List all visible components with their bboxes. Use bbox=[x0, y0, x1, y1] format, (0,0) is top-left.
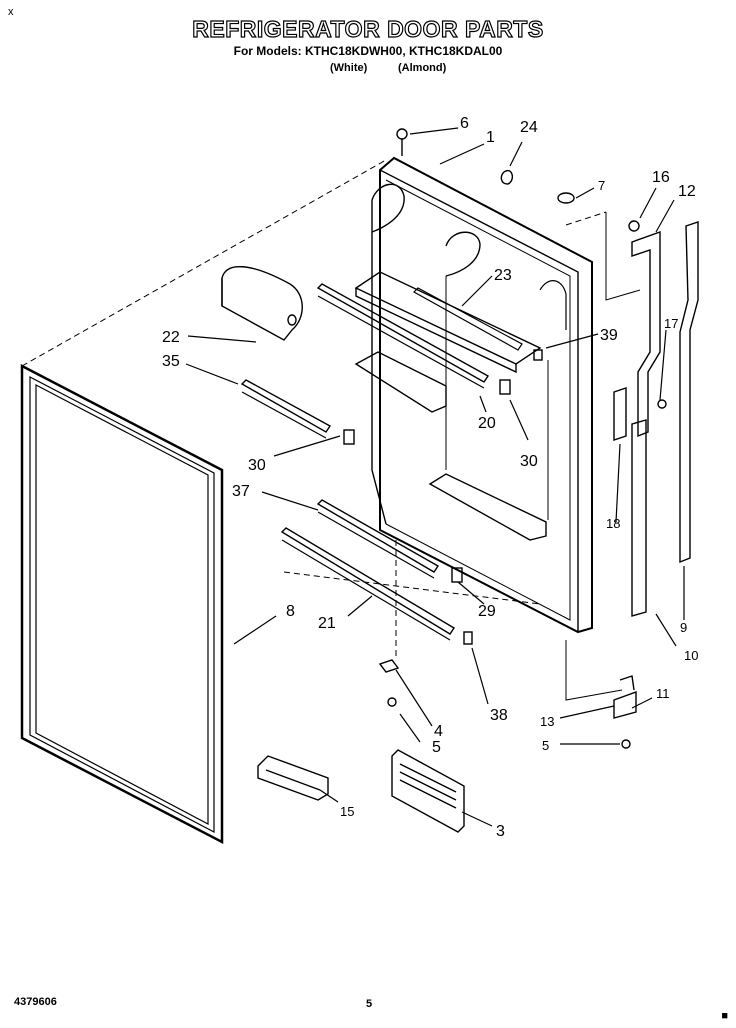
callout-leaders bbox=[185, 127, 685, 827]
callout-20: 20 bbox=[478, 415, 496, 432]
callout-23: 23 bbox=[494, 267, 512, 284]
callout-11: 11 bbox=[656, 686, 670, 701]
callout-37: 37 bbox=[232, 483, 250, 500]
callout-3: 3 bbox=[496, 823, 505, 840]
callout-8: 8 bbox=[286, 603, 295, 620]
shelf-clips bbox=[343, 349, 543, 645]
callout-4: 4 bbox=[434, 723, 443, 740]
callout-labels: 6 1 24 7 16 12 17 23 39 22 35 20 30 30 3… bbox=[162, 115, 698, 840]
callout-17: 17 bbox=[664, 316, 678, 331]
callout-10: 10 bbox=[684, 648, 698, 663]
callout-9: 9 bbox=[680, 620, 687, 635]
callout-12: 12 bbox=[678, 183, 696, 200]
butter-compartment bbox=[221, 266, 303, 341]
corner-mark-bottom: ■ bbox=[721, 1010, 728, 1022]
page-number: 5 bbox=[366, 998, 373, 1010]
door-shelves bbox=[354, 271, 547, 541]
callout-35: 35 bbox=[162, 353, 180, 370]
callout-13: 13 bbox=[540, 714, 554, 729]
document-number: 4379606 bbox=[14, 996, 57, 1008]
corner-mark-top: x bbox=[8, 6, 14, 18]
callout-5-right: 5 bbox=[542, 738, 549, 753]
callout-24: 24 bbox=[520, 119, 538, 136]
callout-18: 18 bbox=[606, 516, 620, 531]
page-title: REFRIGERATOR DOOR PARTS bbox=[192, 15, 544, 42]
model-numbers: For Models: KTHC18KDWH00, KTHC18KDAL00 bbox=[233, 44, 503, 58]
shelf-bars bbox=[240, 283, 523, 641]
callout-22: 22 bbox=[162, 329, 180, 346]
callout-6: 6 bbox=[460, 115, 469, 132]
callout-15: 15 bbox=[340, 804, 354, 819]
alignment-lines bbox=[21, 159, 607, 660]
callout-16: 16 bbox=[652, 169, 670, 186]
callout-38: 38 bbox=[490, 707, 508, 724]
color-almond-label: (Almond) bbox=[398, 62, 447, 74]
color-white-label: (White) bbox=[330, 62, 368, 74]
callout-39: 39 bbox=[600, 327, 618, 344]
callout-29: 29 bbox=[478, 603, 496, 620]
door-gasket bbox=[20, 363, 224, 845]
door-liner bbox=[371, 156, 593, 634]
hinge-components bbox=[613, 221, 699, 719]
callout-1: 1 bbox=[486, 129, 495, 146]
callout-5-center: 5 bbox=[432, 739, 441, 756]
hardware-fasteners bbox=[378, 128, 667, 749]
callout-30-right: 30 bbox=[520, 453, 538, 470]
loose-parts bbox=[257, 749, 465, 833]
callout-21: 21 bbox=[318, 615, 336, 632]
callout-30-left: 30 bbox=[248, 457, 266, 474]
callout-7: 7 bbox=[598, 178, 605, 193]
